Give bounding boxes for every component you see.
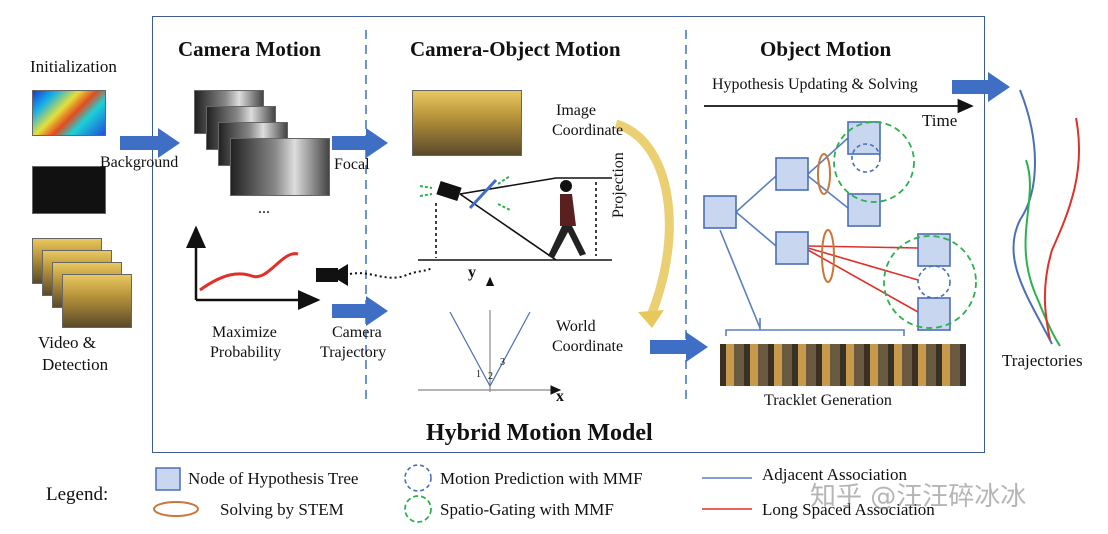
motion-prediction-circles: [851, 143, 951, 299]
legend-graphics: [153, 464, 752, 523]
surveillance-camera-icon: [419, 175, 511, 211]
arrow-camera-to-focal: [332, 128, 388, 158]
projection-curve-arrow: [614, 119, 674, 328]
arrow-world-to-tracklet: [650, 332, 708, 362]
video-detection-label-2: Detection: [42, 355, 109, 374]
node-b3: [917, 297, 951, 331]
tracklet-generation-label: Tracklet Generation: [764, 392, 892, 409]
projection-geometry: [418, 177, 612, 261]
point-1-label: 1: [476, 369, 481, 380]
node-a: [775, 157, 809, 191]
heatmap-thumbnail: [32, 90, 106, 136]
watermark-text: 知乎 @汪汪碎冰冰: [810, 482, 1027, 512]
maximize-label-1: Maximize: [212, 324, 277, 341]
camera-trajectory-label-2: Trajectory: [320, 344, 387, 361]
camera-trajectory-label-1: Camera: [332, 324, 382, 341]
initialization-label: Initialization: [30, 57, 117, 76]
image-coordinate-label-1: Image: [556, 102, 596, 119]
world-coordinate-label-1: World: [556, 318, 596, 335]
ellipsis-label: ...: [258, 200, 270, 217]
flow-arrows: [120, 72, 1010, 362]
tree-edges: [719, 137, 849, 329]
legend-label: Legend:: [46, 484, 109, 505]
legend-node-icon: [155, 467, 181, 491]
camera-object-title: Camera-Object Motion: [410, 37, 621, 61]
legend-adjacent-text: Adjacent Association: [762, 465, 907, 484]
hypothesis-label: Hypothesis Updating & Solving: [712, 76, 918, 93]
node-a1: [847, 121, 881, 155]
probability-plot: [186, 225, 321, 310]
trajectory-curves: [1012, 89, 1080, 347]
camera-motion-title: Camera Motion: [178, 37, 321, 61]
arrow-camera-trajectory: [332, 296, 388, 326]
world-overlay-box: [440, 286, 538, 310]
node-root: [703, 195, 737, 229]
arrow-init-to-camera: [120, 128, 180, 158]
legend-motion-icon: [404, 464, 432, 492]
tracklet-strip: [720, 344, 966, 386]
legend-spatio-text: Spatio-Gating with MMF: [440, 500, 614, 519]
walking-person-icon: [548, 180, 586, 258]
world-coordinate-label-2: Coordinate: [552, 338, 624, 355]
focal-scene-image: [412, 90, 522, 156]
node-b: [775, 231, 809, 265]
trajectories-label: Trajectories: [1002, 351, 1083, 370]
image-coordinate-label-2: Coordinate: [552, 122, 624, 139]
arrow-to-trajectories: [952, 72, 1010, 102]
time-label: Time: [922, 111, 958, 130]
model-title: Hybrid Motion Model: [426, 420, 653, 446]
projection-label: Projection: [610, 152, 627, 218]
video-detection-label-1: Video &: [38, 333, 96, 352]
point-2-label: 2: [488, 371, 493, 382]
maximize-label-2: Probability: [210, 344, 282, 361]
legend-motion-text: Motion Prediction with MMF: [440, 469, 643, 488]
background-label: Background: [100, 154, 179, 171]
mask-thumbnail: [32, 166, 106, 214]
focal-label: Focal: [334, 156, 370, 173]
object-motion-title: Object Motion: [760, 37, 892, 61]
axis-x-label: x: [556, 388, 564, 405]
video-frame-4: [62, 274, 132, 328]
legend-long-text: Long Spaced Association: [762, 500, 935, 519]
axis-y-label: y: [468, 264, 476, 281]
stem-ellipses: [817, 153, 835, 283]
legend-spatio-icon: [404, 495, 432, 523]
hybrid-motion-model-frame: [152, 16, 985, 453]
node-a2: [847, 193, 881, 227]
legend-stem-text: Solving by STEM: [220, 500, 344, 519]
world-coordinate-axes: [418, 276, 562, 395]
legend-stem-icon: [153, 501, 199, 517]
video-camera-icon: [316, 264, 433, 286]
spatio-gating-circles: [833, 121, 977, 329]
legend-node-text: Node of Hypothesis Tree: [188, 469, 359, 488]
tracklet-brace: [725, 329, 905, 336]
point-3-label: 3: [500, 357, 505, 368]
background-frame-4: [230, 138, 330, 196]
